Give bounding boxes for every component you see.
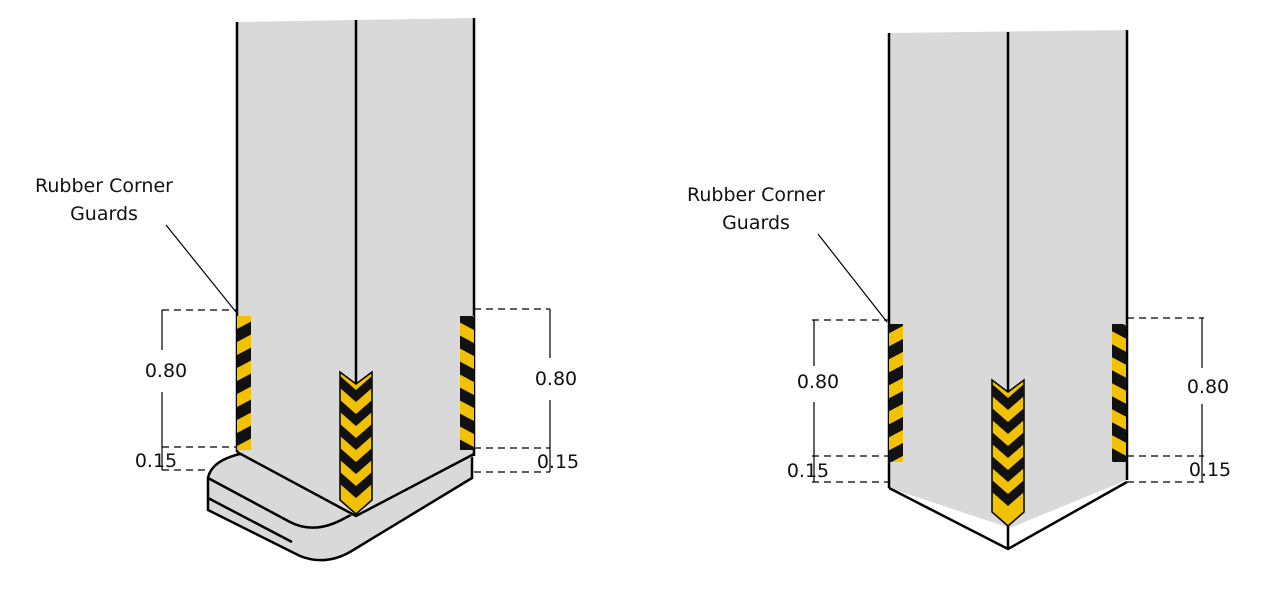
right-dimension-right bbox=[1127, 317, 1204, 483]
left-dimension-left bbox=[161, 309, 237, 471]
right-guard-left-face bbox=[889, 324, 903, 462]
right-callout-leader bbox=[817, 233, 888, 323]
right-dim-right-height: 0.80 bbox=[1187, 376, 1229, 398]
left-dim-left-base: 0.15 bbox=[135, 450, 177, 472]
right-guard-right-face bbox=[1112, 324, 1126, 462]
left-guard-right-face bbox=[460, 316, 474, 450]
left-column-figure: Rubber Corner Guards 0.80 0.15 0.80 0.15 bbox=[35, 18, 579, 562]
left-callout-line1: Rubber Corner bbox=[35, 175, 173, 197]
right-callout-line2: Guards bbox=[722, 212, 790, 234]
left-guard-chevron-strip bbox=[339, 370, 373, 515]
left-dim-right-base: 0.15 bbox=[537, 451, 579, 473]
left-dim-left-height: 0.80 bbox=[145, 360, 187, 382]
right-dim-left-base: 0.15 bbox=[787, 460, 829, 482]
left-guard-left-face bbox=[237, 316, 251, 450]
right-column-figure: Rubber Corner Guards 0.80 0.15 0.80 0.15 bbox=[687, 30, 1231, 551]
left-dimension-right bbox=[474, 308, 551, 473]
left-callout-line2: Guards bbox=[70, 203, 138, 225]
right-dimension-left bbox=[812, 319, 889, 483]
right-dim-right-base: 0.15 bbox=[1189, 459, 1231, 481]
right-column-base-edge bbox=[888, 480, 1128, 551]
right-dim-left-height: 0.80 bbox=[797, 371, 839, 393]
left-base-side-edge bbox=[207, 496, 293, 544]
right-callout-line1: Rubber Corner bbox=[687, 184, 825, 206]
left-callout-leader bbox=[165, 224, 237, 313]
left-base-top-edge bbox=[207, 450, 473, 529]
right-guard-chevron-strip bbox=[991, 378, 1025, 527]
left-dim-right-height: 0.80 bbox=[535, 368, 577, 390]
